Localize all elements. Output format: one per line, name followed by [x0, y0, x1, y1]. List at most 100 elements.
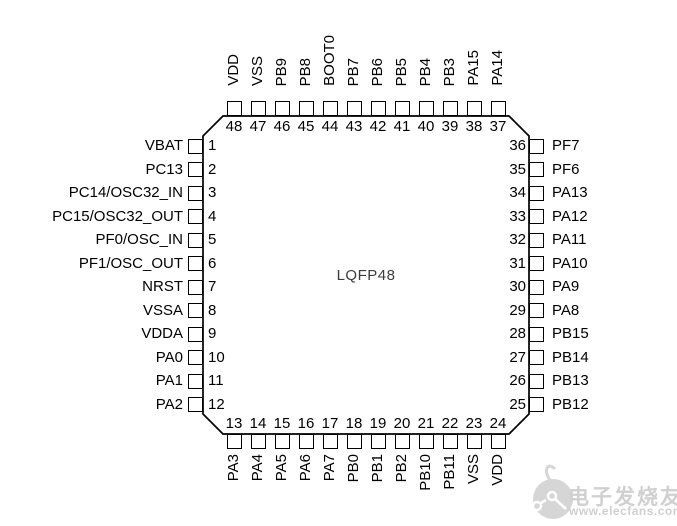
- pin-1-number: 1: [208, 137, 217, 154]
- pin-34-number: 34: [509, 184, 526, 201]
- pin-7-number: 7: [208, 278, 217, 295]
- pin-25-number: 25: [509, 395, 526, 413]
- pin-24-label: VDD: [489, 454, 506, 486]
- pin-29-number: 29: [509, 301, 526, 319]
- pin-8-square: [188, 303, 203, 318]
- pin-13-square: [226, 434, 242, 449]
- pin-37-label: PA14: [489, 50, 506, 86]
- pin-35-number: 35: [509, 160, 526, 178]
- watermark-brand: 电子发烧友: [568, 486, 677, 509]
- pin-28-square: [529, 326, 544, 342]
- pin-46-number: 46: [273, 118, 291, 135]
- pin-43-square: [346, 101, 362, 116]
- pin-23-number: 23: [465, 415, 483, 432]
- pin-12-number: 12: [208, 395, 225, 413]
- pin-44-label: BOOT0: [321, 35, 338, 86]
- pin-16-label: PA6: [297, 454, 314, 482]
- pin-22-number: 22: [441, 415, 459, 432]
- pin-8-number: 8: [208, 301, 217, 319]
- pin-19-square: [370, 434, 386, 449]
- pin-2-number: 2: [208, 160, 217, 178]
- pin-15-label: PA5: [273, 454, 290, 482]
- pin-32-number: 32: [509, 231, 526, 248]
- pin-27-label: PB14: [552, 348, 589, 366]
- pin-16-square: [298, 434, 314, 449]
- pin-7-label: NRST: [142, 278, 183, 295]
- pin-13-number: 13: [225, 415, 243, 432]
- pin-2-label: PC13: [145, 160, 183, 178]
- pin-30-number: 30: [509, 278, 526, 295]
- pin-40-square: [418, 101, 434, 116]
- pin-2-square: [188, 162, 203, 177]
- pin-37-number: 37: [489, 118, 507, 135]
- pin-47-label: VSS: [249, 55, 266, 86]
- pin-25-label: PB12: [552, 395, 589, 413]
- pin-22-square: [442, 434, 458, 449]
- pin-28-label: PB15: [552, 325, 589, 342]
- pin-41-label: PB5: [393, 57, 410, 86]
- package-label: LQFP48: [336, 266, 396, 284]
- pin-42-square: [370, 101, 386, 116]
- pin-12-label: PA2: [155, 395, 183, 413]
- pin-45-number: 45: [297, 118, 315, 135]
- pin-20-label: PB2: [393, 454, 410, 483]
- pin-44-number: 44: [321, 118, 339, 135]
- pin-29-label: PA8: [552, 301, 580, 319]
- pin-43-label: PB7: [345, 57, 362, 86]
- pin-31-label: PA10: [552, 254, 588, 272]
- pin-24-square: [490, 434, 506, 449]
- pin-23-square: [466, 434, 482, 449]
- pin-30-label: PA9: [552, 278, 580, 295]
- pin-3-number: 3: [208, 184, 217, 201]
- pin-27-square: [529, 350, 544, 365]
- pin-21-number: 21: [417, 415, 435, 432]
- pin-12-square: [188, 397, 203, 412]
- pin-36-number: 36: [509, 137, 526, 154]
- pin-10-square: [188, 350, 203, 365]
- pin-46-label: PB9: [273, 57, 290, 86]
- pin-22-label: PB11: [441, 454, 458, 490]
- pin-18-label: PB0: [345, 454, 362, 483]
- pin-4-label: PC15/OSC32_OUT: [52, 207, 183, 225]
- pin-5-label: PF0/OSC_IN: [95, 231, 183, 248]
- pin-11-number: 11: [208, 372, 224, 389]
- pin-41-number: 41: [393, 118, 411, 135]
- pin-30-square: [529, 279, 544, 295]
- pin-45-label: PB8: [297, 57, 314, 86]
- pin-38-label: PA15: [465, 50, 482, 86]
- pin-26-label: PB13: [552, 372, 589, 389]
- pin-6-label: PF1/OSC_OUT: [78, 254, 183, 272]
- pin-33-label: PA12: [552, 207, 588, 225]
- pin-48-number: 48: [225, 118, 243, 135]
- pin-44-square: [322, 101, 338, 116]
- pin-21-square: [418, 434, 434, 449]
- pin-27-number: 27: [509, 348, 526, 366]
- pin-43-number: 43: [345, 118, 363, 135]
- pin-21-label: PB10: [417, 454, 434, 491]
- pin-18-square: [346, 434, 362, 449]
- pin-46-square: [274, 101, 290, 116]
- pin-29-square: [529, 303, 544, 318]
- pin-34-label: PA13: [552, 184, 588, 201]
- pin-32-square: [529, 232, 544, 248]
- pin-15-number: 15: [273, 415, 291, 432]
- pin-17-label: PA7: [321, 454, 338, 482]
- pin-19-label: PB1: [369, 454, 386, 483]
- pin-14-number: 14: [249, 415, 267, 432]
- pin-18-number: 18: [345, 415, 363, 432]
- pin-10-label: PA0: [155, 348, 183, 366]
- pin-25-square: [529, 397, 544, 412]
- pin-3-label: PC14/OSC32_IN: [68, 184, 183, 201]
- pin-31-number: 31: [509, 254, 526, 272]
- elecfans-logo-icon: [530, 464, 573, 519]
- pin-26-number: 26: [509, 372, 526, 389]
- pin-48-label: VDD: [225, 54, 242, 86]
- pin-20-square: [394, 434, 410, 449]
- pin-33-square: [529, 209, 544, 224]
- pin-15-square: [274, 434, 290, 449]
- pin-35-label: PF6: [552, 160, 580, 178]
- pin-9-square: [188, 326, 203, 342]
- pin-40-number: 40: [417, 118, 435, 135]
- pin-47-square: [250, 101, 266, 116]
- pin-11-square: [188, 373, 203, 389]
